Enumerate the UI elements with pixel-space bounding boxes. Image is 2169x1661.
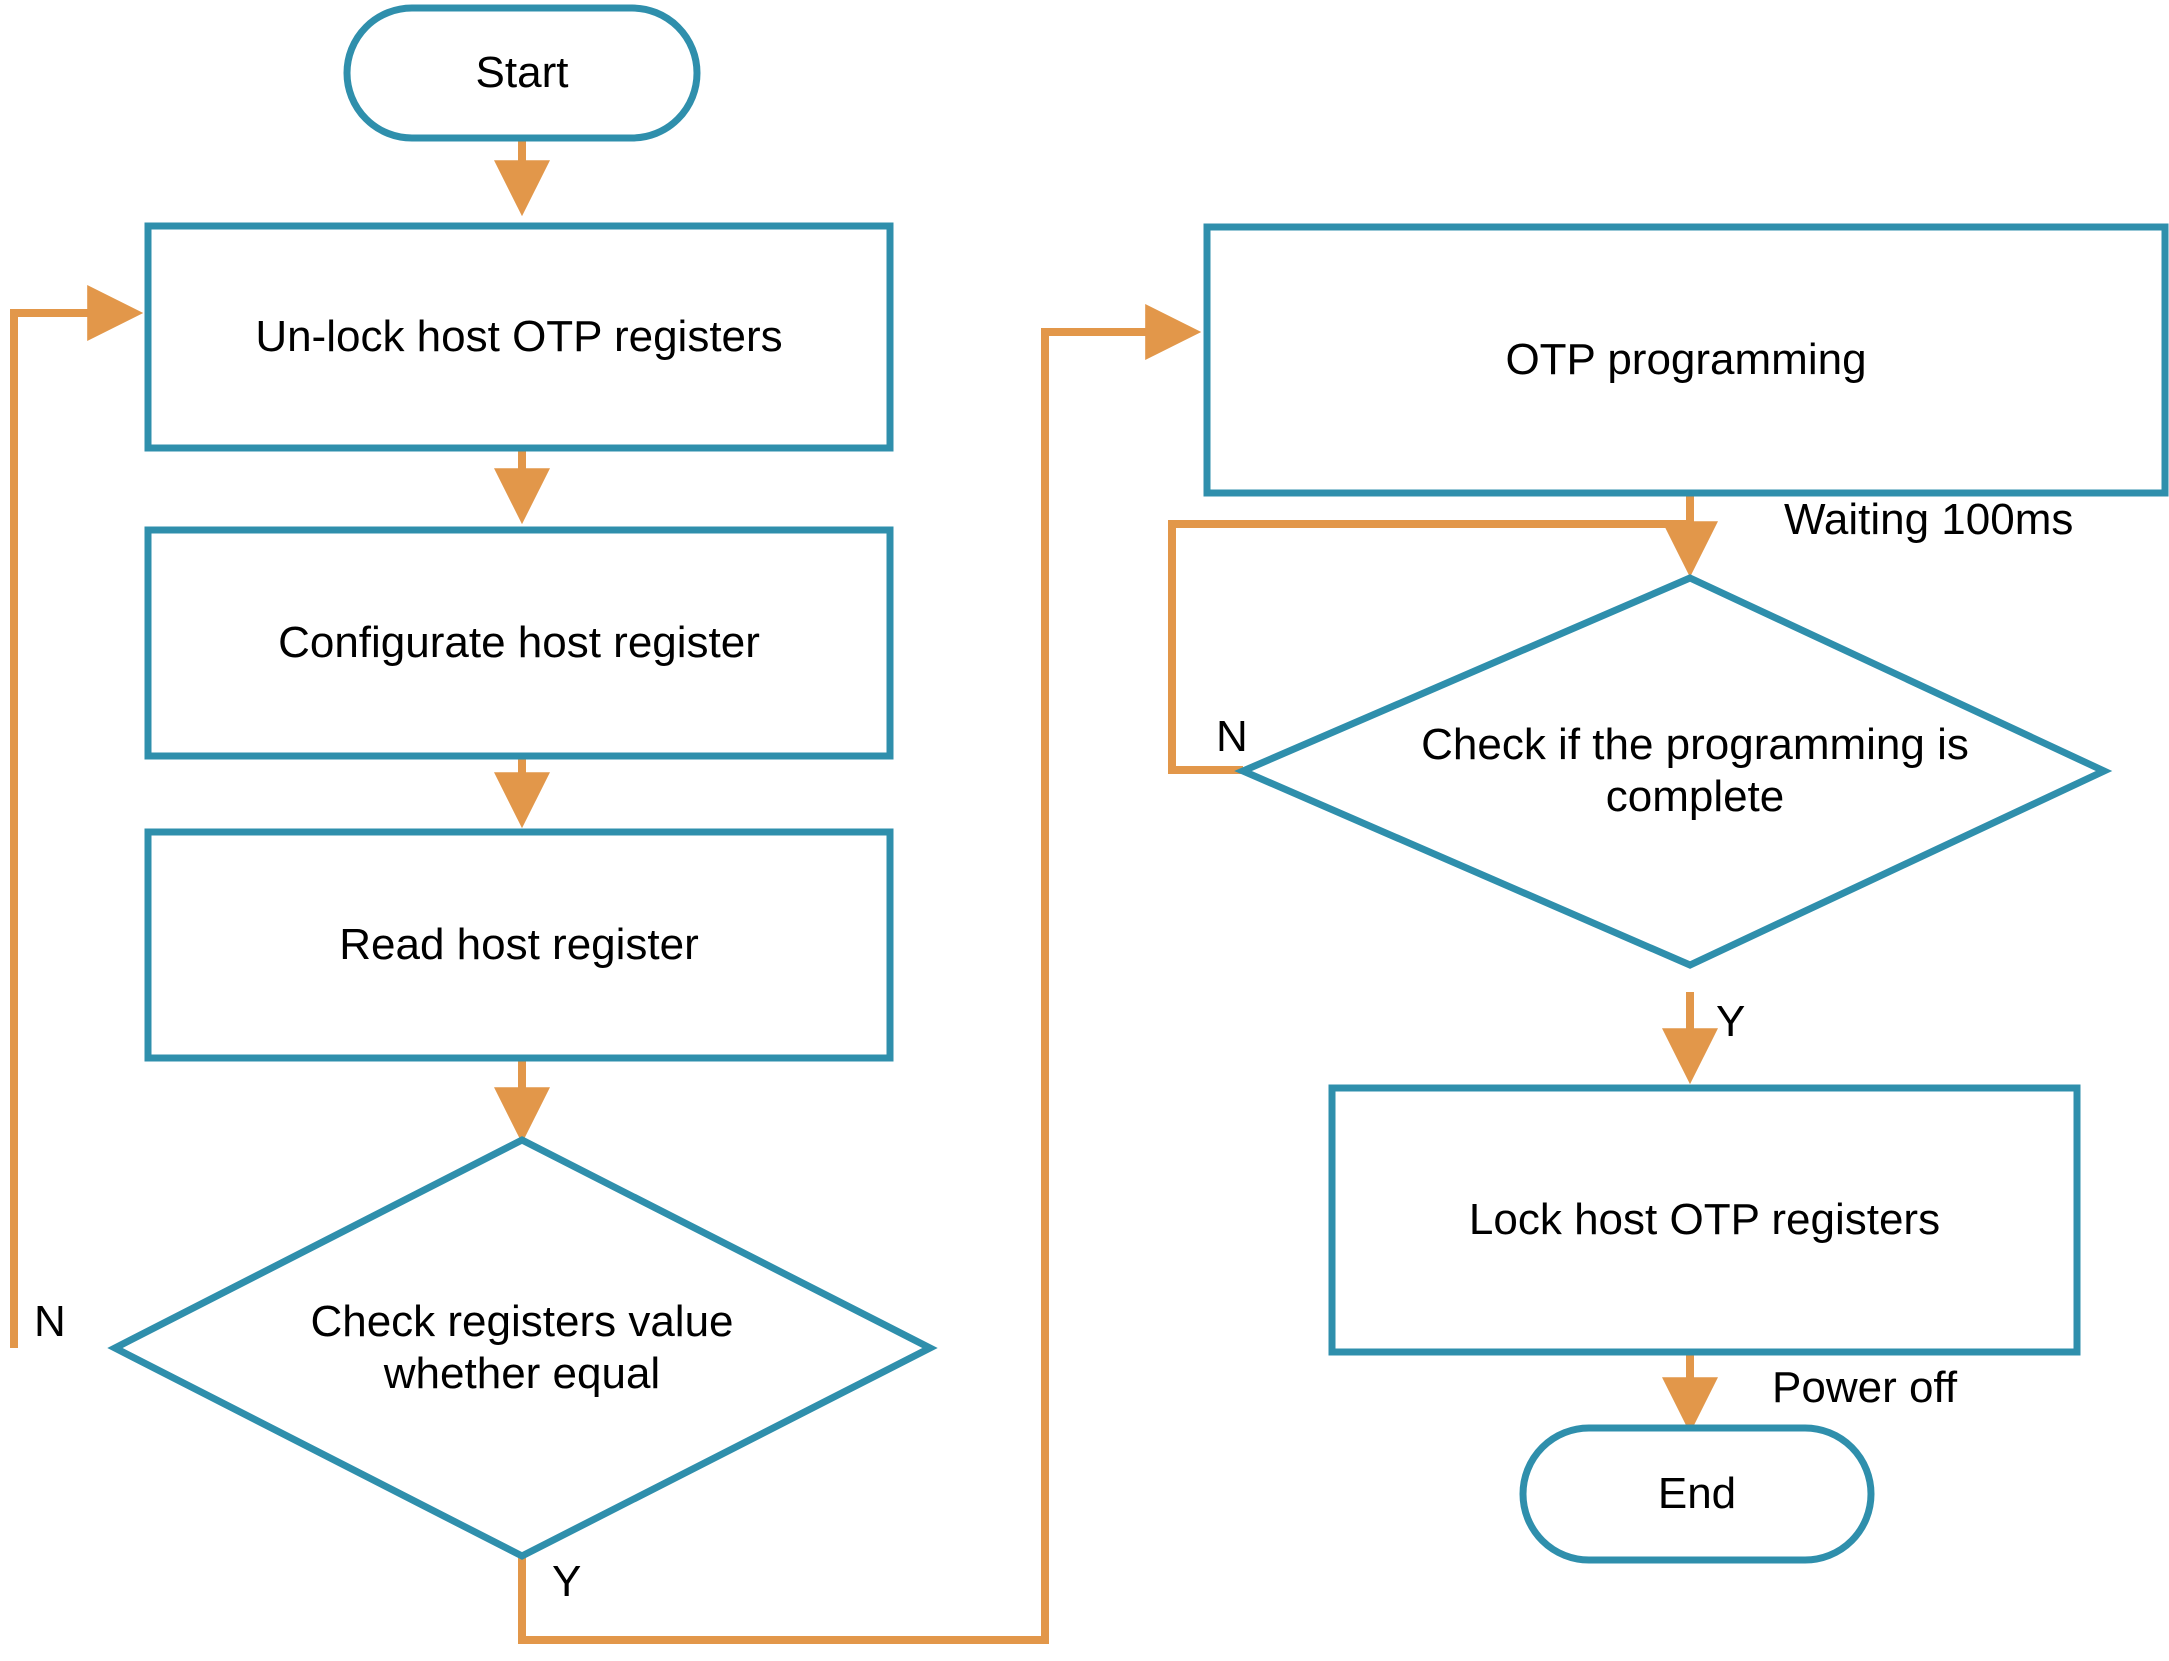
edge-label-check-values-no: N	[34, 1297, 66, 1346]
connector-group	[10, 138, 1718, 1644]
node-unlock-shape	[144, 222, 894, 452]
edge-check-complete-no-loop	[1168, 493, 1694, 774]
connector-group-right-no	[1168, 493, 1694, 774]
node-otp-programming-shape	[1203, 223, 2169, 497]
edge-check-values-yes-to-otp	[518, 304, 1202, 1644]
node-check-complete-shape	[1234, 574, 2113, 969]
edge-label-waiting: Waiting 100ms	[1784, 495, 2074, 544]
node-read-shape	[144, 828, 894, 1062]
edge-label-check-values-yes: Y	[552, 1557, 582, 1606]
edge-label-power-off: Power off	[1772, 1363, 1958, 1412]
edge-check-values-no-loop	[10, 285, 144, 1348]
edge-label-check-complete-no: N	[1216, 712, 1248, 761]
node-end-shape	[1519, 1424, 1875, 1564]
node-check-values-shape	[107, 1136, 938, 1560]
node-start-shape	[343, 4, 701, 142]
node-configure-shape	[144, 526, 894, 760]
node-lock-shape	[1328, 1084, 2081, 1356]
edge-label-check-complete-yes: Y	[1716, 997, 1746, 1046]
